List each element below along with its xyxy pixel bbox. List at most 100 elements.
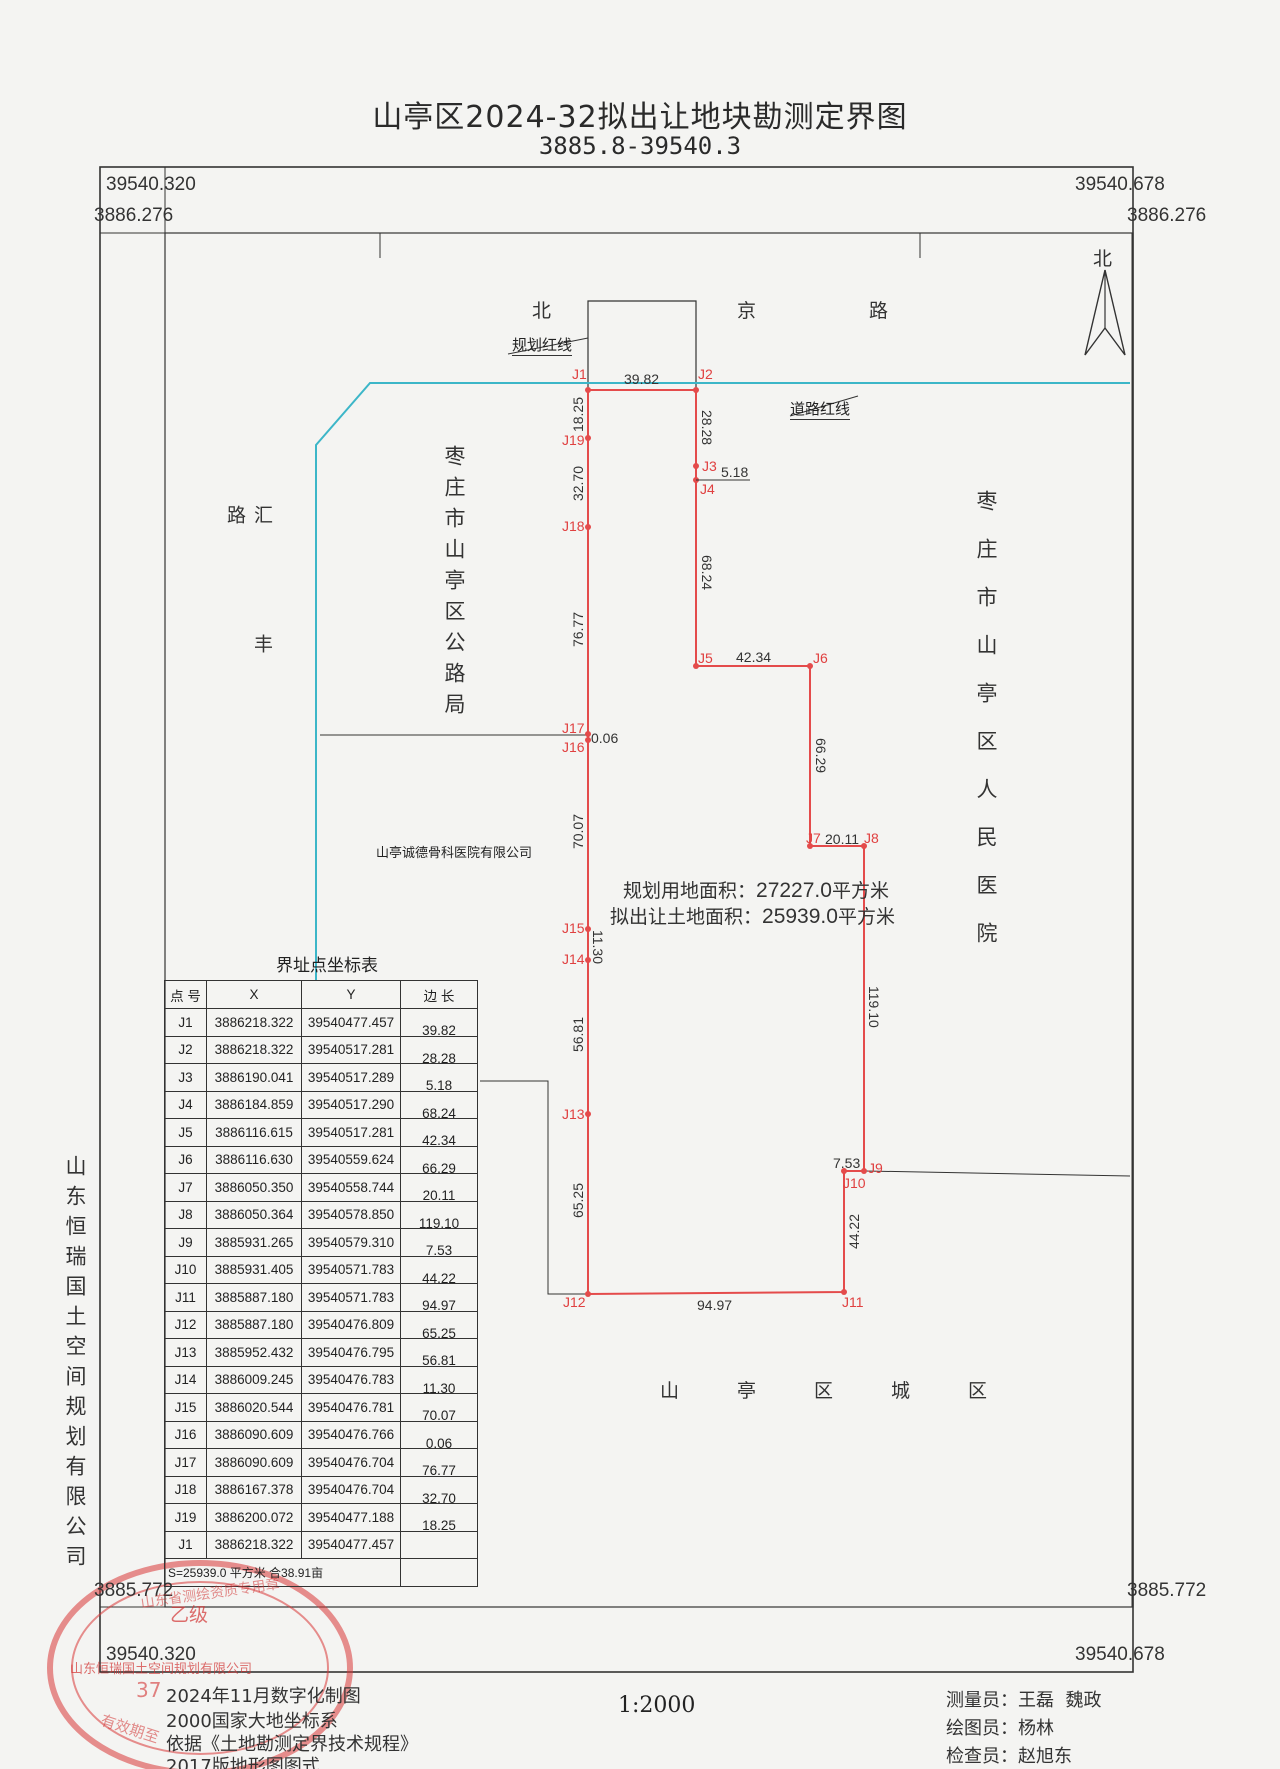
road-north-1: 北: [532, 300, 552, 322]
checker: 检查员：赵旭东: [946, 1742, 1072, 1768]
point-J6: [807, 663, 813, 669]
cell-point: J8: [164, 1200, 207, 1229]
len-J16-J17: 0.06: [591, 730, 619, 746]
sale-area-unit: 平方米: [837, 906, 895, 928]
cell-x: 3886116.615: [206, 1118, 302, 1147]
cell-length: 76.77: [400, 1448, 478, 1478]
sale-area-label: 拟出让土地面积：: [610, 906, 763, 928]
edge-length: 68.24: [422, 1105, 456, 1121]
len-J5-J6: 42.34: [736, 649, 772, 665]
point-J10: [841, 1168, 847, 1174]
north-arrow-icon: [1084, 269, 1126, 356]
checker-name: 赵旭东: [1018, 1746, 1072, 1767]
len-J17-J18: 76.77: [570, 612, 586, 648]
planning-red-line-label: 规划红线: [512, 336, 573, 356]
len-J2-J3: 28.28: [699, 410, 715, 446]
surveyor-label: 测量员：: [946, 1690, 1018, 1711]
edge-length: 42.34: [422, 1133, 456, 1148]
cell-y: 39540571.783: [301, 1283, 401, 1312]
cell-x: 3886020.544: [206, 1393, 302, 1422]
cell-length: 68.24: [400, 1090, 478, 1121]
cell-x: 3886218.322: [206, 1035, 302, 1064]
cell-point: J18: [164, 1475, 207, 1504]
cell-y: 39540559.624: [301, 1145, 401, 1174]
cell-length: 65.25: [400, 1310, 478, 1341]
label-J5: J5: [698, 650, 713, 666]
planned-area-value: 27227.0: [756, 879, 832, 902]
point-J1: [585, 387, 591, 393]
cell-x: 3885887.180: [206, 1283, 302, 1312]
cell-length: 28.28: [400, 1035, 478, 1066]
point-J18: [585, 524, 591, 530]
point-J9: [861, 1168, 867, 1174]
drafter: 绘图员：杨林: [946, 1714, 1054, 1740]
cell-point: J10: [164, 1255, 207, 1284]
table-summary-row: S=25939.0 平方米 合38.91亩: [164, 1558, 478, 1587]
cell-length: 20.11: [400, 1173, 478, 1203]
point-J17: [585, 731, 591, 737]
checker-label: 检查员：: [946, 1746, 1018, 1767]
cell-point: J15: [164, 1393, 207, 1422]
sheet-number: 3885.8-39540.3: [538, 132, 742, 160]
scale: 1:2000: [618, 1693, 696, 1718]
cell-x: 3886167.378: [206, 1475, 302, 1504]
planning-red-line-leader: [507, 337, 589, 355]
neighbor-line-south-west: [480, 1080, 588, 1295]
point-J12: [585, 1291, 591, 1297]
neighbor-hospital: 枣庄市山亭区人民医院: [974, 490, 998, 970]
len-J10-J11: 44.22: [846, 1214, 862, 1250]
edge-length: 66.29: [422, 1160, 456, 1176]
corner-bottom-right-x: 3885.772: [1127, 1580, 1207, 1601]
point-J2: [693, 387, 699, 393]
len-J19-J1: 18.25: [570, 397, 586, 433]
label-J12: J12: [563, 1294, 586, 1310]
point-J16: [585, 737, 591, 743]
len-J1-J2: 39.82: [624, 371, 660, 387]
edge-length: 44.22: [422, 1270, 456, 1286]
len-J8-J9: 119.10: [866, 986, 882, 1028]
road-west: 汇丰路: [224, 505, 273, 763]
len-J12-J13: 65.25: [570, 1183, 586, 1219]
cell-length: 39.82: [400, 1008, 478, 1038]
len-J9-J10: 7.53: [833, 1155, 861, 1171]
point-J8: [861, 843, 867, 849]
corner-top-left-x: 3886.276: [94, 205, 174, 226]
len-J11-J12: 94.97: [697, 1297, 733, 1313]
len-J3-J4: 5.18: [721, 464, 749, 480]
cell-y: 39540476.704: [301, 1475, 401, 1504]
header-x: X: [206, 980, 302, 1009]
road-north-3: 路: [869, 300, 889, 322]
road-red-line: [315, 382, 1130, 980]
label-J6: J6: [813, 650, 828, 666]
parcel-boundary: [587, 389, 865, 1296]
edge-length: 39.82: [422, 1023, 456, 1038]
drafter-label: 绘图员：: [946, 1718, 1018, 1739]
cell-length: 119.10: [400, 1200, 478, 1231]
cell-x: 3886184.859: [206, 1090, 302, 1119]
road-red-line-leader: [789, 395, 859, 417]
edge-length: 0.06: [425, 1435, 453, 1451]
cell-y: 39540476.809: [301, 1310, 401, 1339]
cell-x: 3885931.405: [206, 1255, 302, 1284]
label-J2: J2: [698, 366, 713, 382]
header-length: 边 长: [400, 980, 478, 1009]
edge-length: 70.07: [422, 1408, 456, 1423]
cell-x: 3886050.350: [206, 1173, 302, 1202]
cell-point: J9: [164, 1228, 207, 1257]
cell-point: J5: [164, 1118, 207, 1147]
footer-line2: 2000国家大地坐标系: [166, 1711, 338, 1732]
point-J11: [841, 1289, 847, 1295]
len-J15-J16: 70.07: [570, 814, 586, 850]
label-J17: J17: [562, 720, 585, 736]
label-J1: J1: [572, 366, 587, 382]
table-header-row: 点 号 X Y 边 长: [164, 980, 478, 1009]
